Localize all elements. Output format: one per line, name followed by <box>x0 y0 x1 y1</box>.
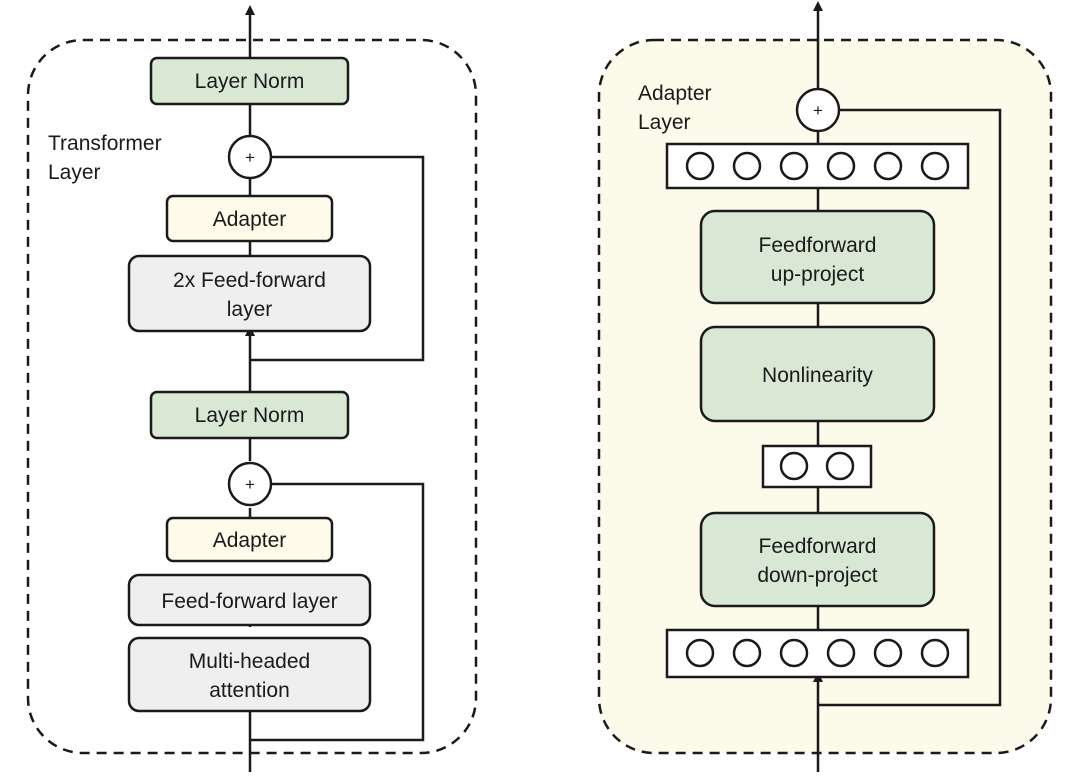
input-neuron-5 <box>873 638 903 668</box>
layer-norm-top-label: Layer Norm <box>195 70 305 93</box>
feedforward-down-project-block: Feedforward down-project <box>699 511 936 608</box>
output-neuron-1 <box>685 151 715 181</box>
down-project-label-line1: Feedforward <box>759 535 877 558</box>
adapter-bottom-label: Adapter <box>213 529 287 552</box>
transformer-layer-label-line1: Transformer <box>48 132 162 155</box>
adapter-bottom-block: Adapter <box>165 516 334 563</box>
adapter-layer-label-line2: Layer <box>638 111 691 134</box>
output-neuron-2 <box>732 151 762 181</box>
bottleneck-neuron-2 <box>825 451 855 481</box>
residual-add-bottom-symbol: + <box>245 475 255 494</box>
adapter-residual-add: + <box>795 87 841 133</box>
input-neuron-2 <box>732 638 762 668</box>
adapter-top-label: Adapter <box>213 208 287 231</box>
down-project-label-line2: down-project <box>757 564 877 587</box>
attention-label-line2: attention <box>209 679 290 702</box>
feedforward-up-project-block: Feedforward up-project <box>699 209 936 305</box>
residual-add-bottom: + <box>227 461 273 507</box>
bottleneck-neuron-1 <box>779 451 809 481</box>
input-neuron-6 <box>920 638 950 668</box>
layer-norm-mid-label: Layer Norm <box>195 404 305 427</box>
up-project-label-line2: up-project <box>771 263 865 286</box>
feed-forward-layer-label: Feed-forward layer <box>161 590 337 613</box>
feed-forward-layer-block: Feed-forward layer <box>127 573 372 627</box>
feed-forward-2x-label-line2: layer <box>227 298 273 321</box>
adapter-residual-add-symbol: + <box>813 101 823 120</box>
output-neuron-6 <box>920 151 950 181</box>
adapter-bottleneck-vector <box>761 444 873 489</box>
layer-norm-mid-block: Layer Norm <box>149 390 350 440</box>
adapter-top-block: Adapter <box>165 194 334 243</box>
adapter-connectors <box>813 1 1002 772</box>
output-neuron-5 <box>873 151 903 181</box>
layer-norm-top-block: Layer Norm <box>149 56 350 106</box>
adapter-input-vector <box>665 628 970 679</box>
feed-forward-2x-label-line1: 2x Feed-forward <box>173 269 326 292</box>
output-neuron-4 <box>826 151 856 181</box>
output-neuron-3 <box>779 151 809 181</box>
residual-add-top: + <box>227 134 273 180</box>
up-project-label-line1: Feedforward <box>759 234 877 257</box>
nonlinearity-block: Nonlinearity <box>699 325 936 423</box>
feed-forward-2x-block: 2x Feed-forward layer <box>127 254 372 333</box>
input-neuron-1 <box>685 638 715 668</box>
input-neuron-4 <box>826 638 856 668</box>
transformer-layer-panel: Transformer Layer Layer Norm <box>26 5 478 772</box>
nonlinearity-label: Nonlinearity <box>762 364 873 387</box>
input-neuron-3 <box>779 638 809 668</box>
attention-label-line1: Multi-headed <box>189 650 310 673</box>
adapter-layer-label-line1: Adapter <box>638 82 712 105</box>
adapter-layer-panel: Adapter Layer + Feedforward <box>597 1 1053 772</box>
adapter-output-vector <box>665 142 970 190</box>
residual-add-top-symbol: + <box>245 148 255 167</box>
multi-headed-attention-block: Multi-headed attention <box>127 636 372 713</box>
transformer-layer-label-line2: Layer <box>48 161 101 184</box>
